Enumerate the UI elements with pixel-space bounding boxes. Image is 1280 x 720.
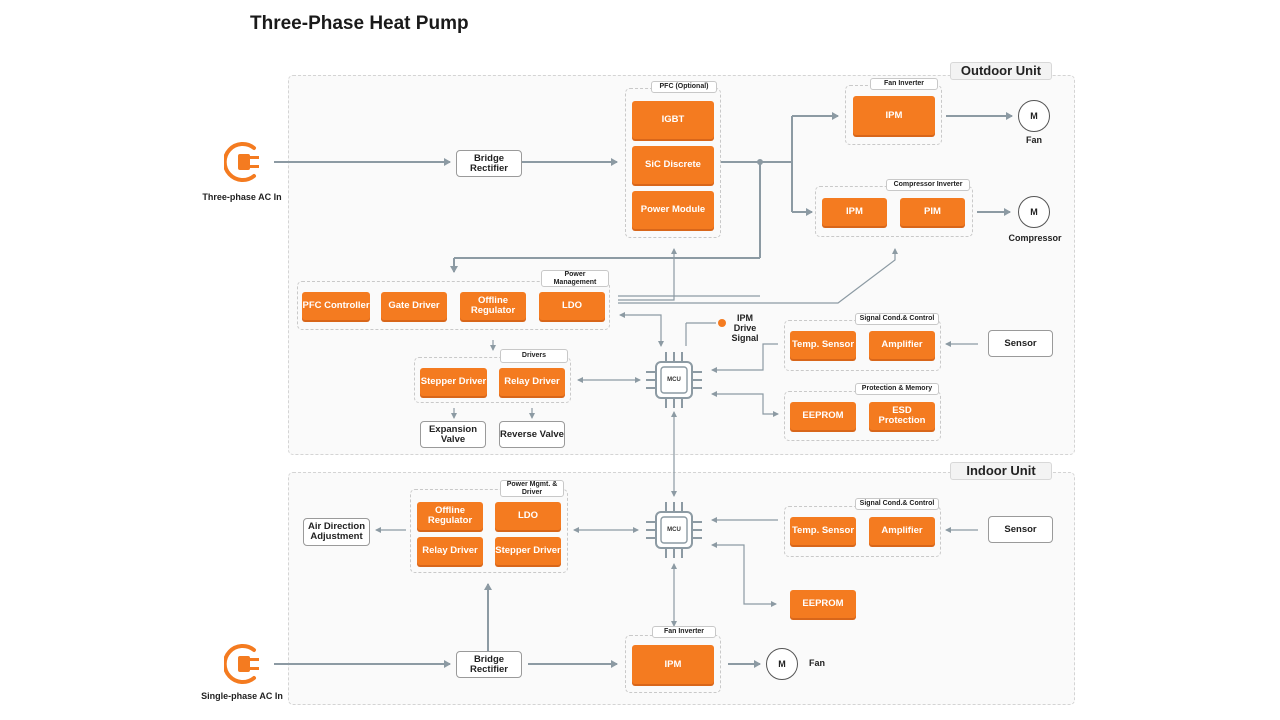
- eeprom-block: EEPROM: [790, 402, 856, 430]
- signal-cond-label: Signal Cond.& Control: [855, 313, 939, 325]
- reverse-valve-box: Reverse Valve: [499, 421, 565, 448]
- pfc-group-label: PFC (Optional): [651, 81, 717, 93]
- power-module-block: Power Module: [632, 191, 714, 229]
- protection-memory-label: Protection & Memory: [855, 383, 939, 395]
- drivers-label: Drivers: [500, 349, 568, 363]
- three-phase-ac-in-label: Three-phase AC In: [202, 192, 282, 202]
- indoor-fan-ipm-block: IPM: [632, 645, 714, 684]
- indoor-relay-driver-block: Relay Driver: [417, 537, 483, 565]
- ipm-drive-signal-label: IPM Drive Signal: [731, 313, 759, 343]
- outdoor-unit-label: Outdoor Unit: [950, 62, 1052, 80]
- sensor-box: Sensor: [988, 330, 1053, 357]
- ldo-block: LDO: [539, 292, 605, 320]
- compressor-inverter-label: Compressor Inverter: [886, 179, 970, 191]
- indoor-unit-label: Indoor Unit: [950, 462, 1052, 480]
- pfc-controller-block: PFC Controller: [302, 292, 370, 320]
- relay-driver-block: Relay Driver: [499, 368, 565, 396]
- mcu-chip-icon: [646, 352, 702, 408]
- indoor-fan-motor-icon: M: [766, 648, 798, 680]
- fan-inverter-label: Fan Inverter: [870, 78, 938, 90]
- igbt-block: IGBT: [632, 101, 714, 139]
- indoor-temp-sensor-block: Temp. Sensor: [790, 517, 856, 545]
- compressor-motor-icon: M: [1018, 196, 1050, 228]
- gate-driver-block: Gate Driver: [381, 292, 447, 320]
- sic-discrete-block: SiC Discrete: [632, 146, 714, 184]
- fan-ipm-block: IPM: [853, 96, 935, 135]
- temp-sensor-block: Temp. Sensor: [790, 331, 856, 359]
- compressor-label: Compressor: [1008, 233, 1062, 243]
- indoor-mcu-label: MCU: [667, 527, 681, 533]
- single-phase-ac-in-label: Single-phase AC In: [201, 691, 283, 701]
- indoor-bridge-rectifier: Bridge Rectifier: [456, 651, 522, 678]
- compressor-ipm-block: IPM: [822, 198, 887, 226]
- expansion-valve-box: Expansion Valve: [420, 421, 486, 448]
- amplifier-block: Amplifier: [869, 331, 935, 359]
- indoor-eeprom-block: EEPROM: [790, 590, 856, 618]
- indoor-sensor-box: Sensor: [988, 516, 1053, 543]
- indoor-mcu-chip-icon: [646, 502, 702, 558]
- bridge-rectifier: Bridge Rectifier: [456, 150, 522, 177]
- fan-label: Fan: [1025, 135, 1042, 145]
- indoor-fan-inverter-label: Fan Inverter: [652, 626, 716, 638]
- page-title: Three-Phase Heat Pump: [250, 13, 469, 34]
- air-direction-adjustment-box: Air Direction Adjustment: [303, 518, 370, 546]
- pim-block: PIM: [900, 198, 965, 226]
- power-plug-icon: [224, 142, 259, 182]
- power-management-label: Power Management: [541, 270, 609, 287]
- stepper-driver-block: Stepper Driver: [420, 368, 487, 396]
- indoor-fan-label: Fan: [808, 658, 825, 668]
- indoor-amplifier-block: Amplifier: [869, 517, 935, 545]
- indoor-ldo-block: LDO: [495, 502, 561, 530]
- offline-regulator-block: Offline Regulator: [460, 292, 526, 320]
- indoor-stepper-driver-block: Stepper Driver: [495, 537, 561, 565]
- esd-protection-block: ESD Protection: [869, 402, 935, 430]
- power-mgmt-driver-label: Power Mgmt. & Driver: [500, 480, 564, 497]
- fan-motor-icon: M: [1018, 100, 1050, 132]
- mcu-label: MCU: [667, 377, 681, 383]
- indoor-offline-regulator-block: Offline Regulator: [417, 502, 483, 530]
- power-plug-icon: [224, 644, 259, 684]
- indoor-signal-cond-label: Signal Cond.& Control: [855, 498, 939, 510]
